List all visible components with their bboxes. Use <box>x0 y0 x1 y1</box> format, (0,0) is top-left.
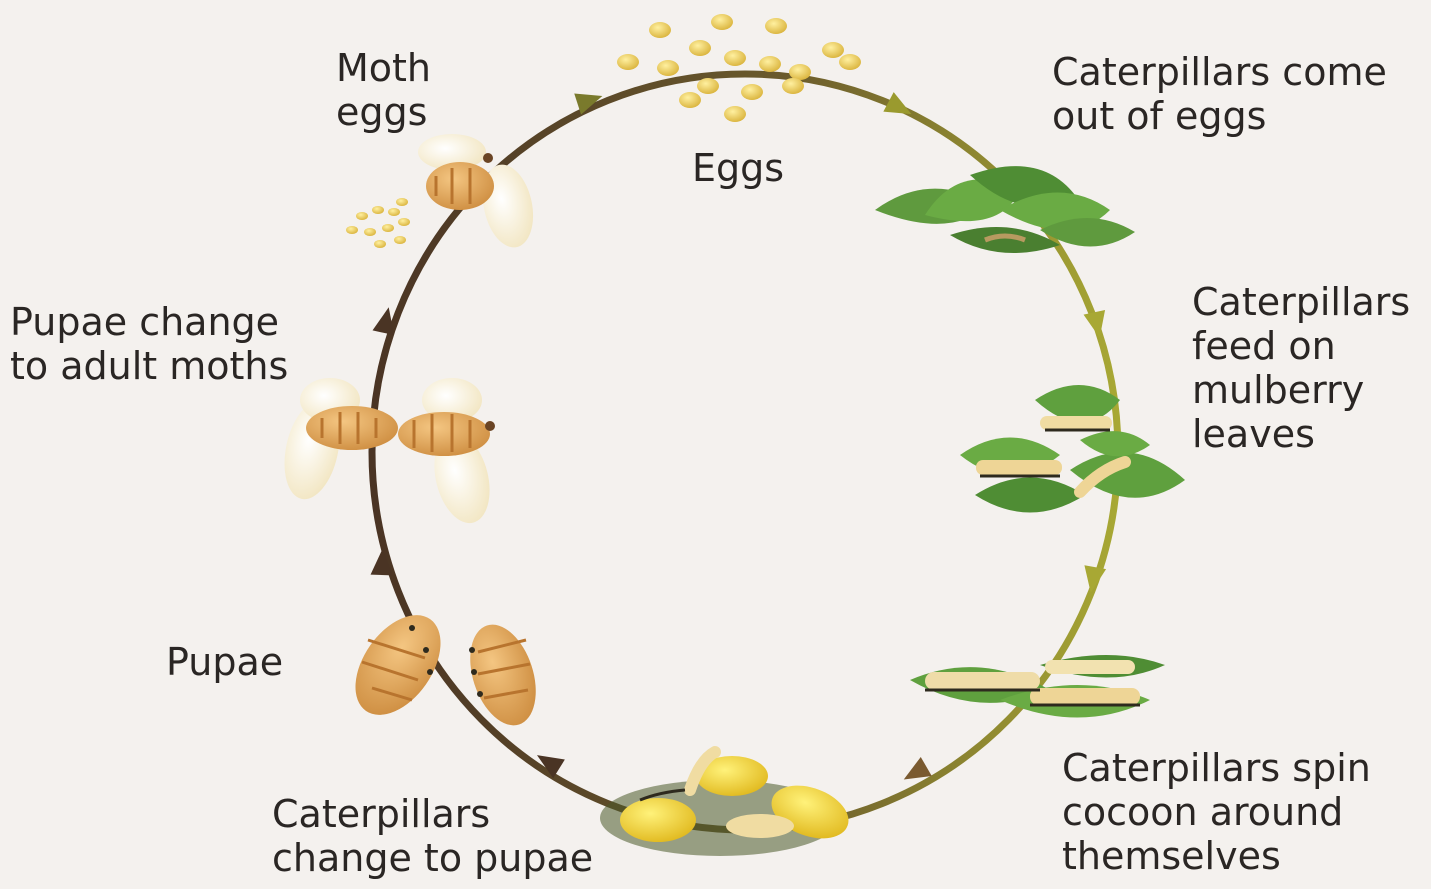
pupae-illustration <box>338 600 548 734</box>
eggs-cluster-illustration <box>617 14 861 122</box>
label-pupae-change: Pupae change to adult moths <box>10 300 288 388</box>
caterpillars-feeding-illustration <box>960 385 1185 513</box>
emerging-moths-illustration <box>276 378 498 529</box>
caterpillars-spinning-illustration <box>910 655 1165 718</box>
leaves-hatching-illustration <box>875 166 1135 253</box>
label-eggs: Eggs <box>692 146 784 190</box>
label-caterpillars-change: Caterpillars change to pupae <box>272 792 593 880</box>
label-caterpillars-feed: Caterpillars feed on mulberry leaves <box>1192 280 1410 456</box>
label-caterpillars-spin: Caterpillars spin cocoon around themselv… <box>1062 746 1371 878</box>
label-caterpillars-come-out: Caterpillars come out of eggs <box>1052 50 1387 138</box>
arrow-head <box>883 92 916 124</box>
cocoons-illustration <box>600 752 856 856</box>
label-pupae: Pupae <box>166 640 283 684</box>
label-moth-eggs: Moth eggs <box>336 46 431 134</box>
